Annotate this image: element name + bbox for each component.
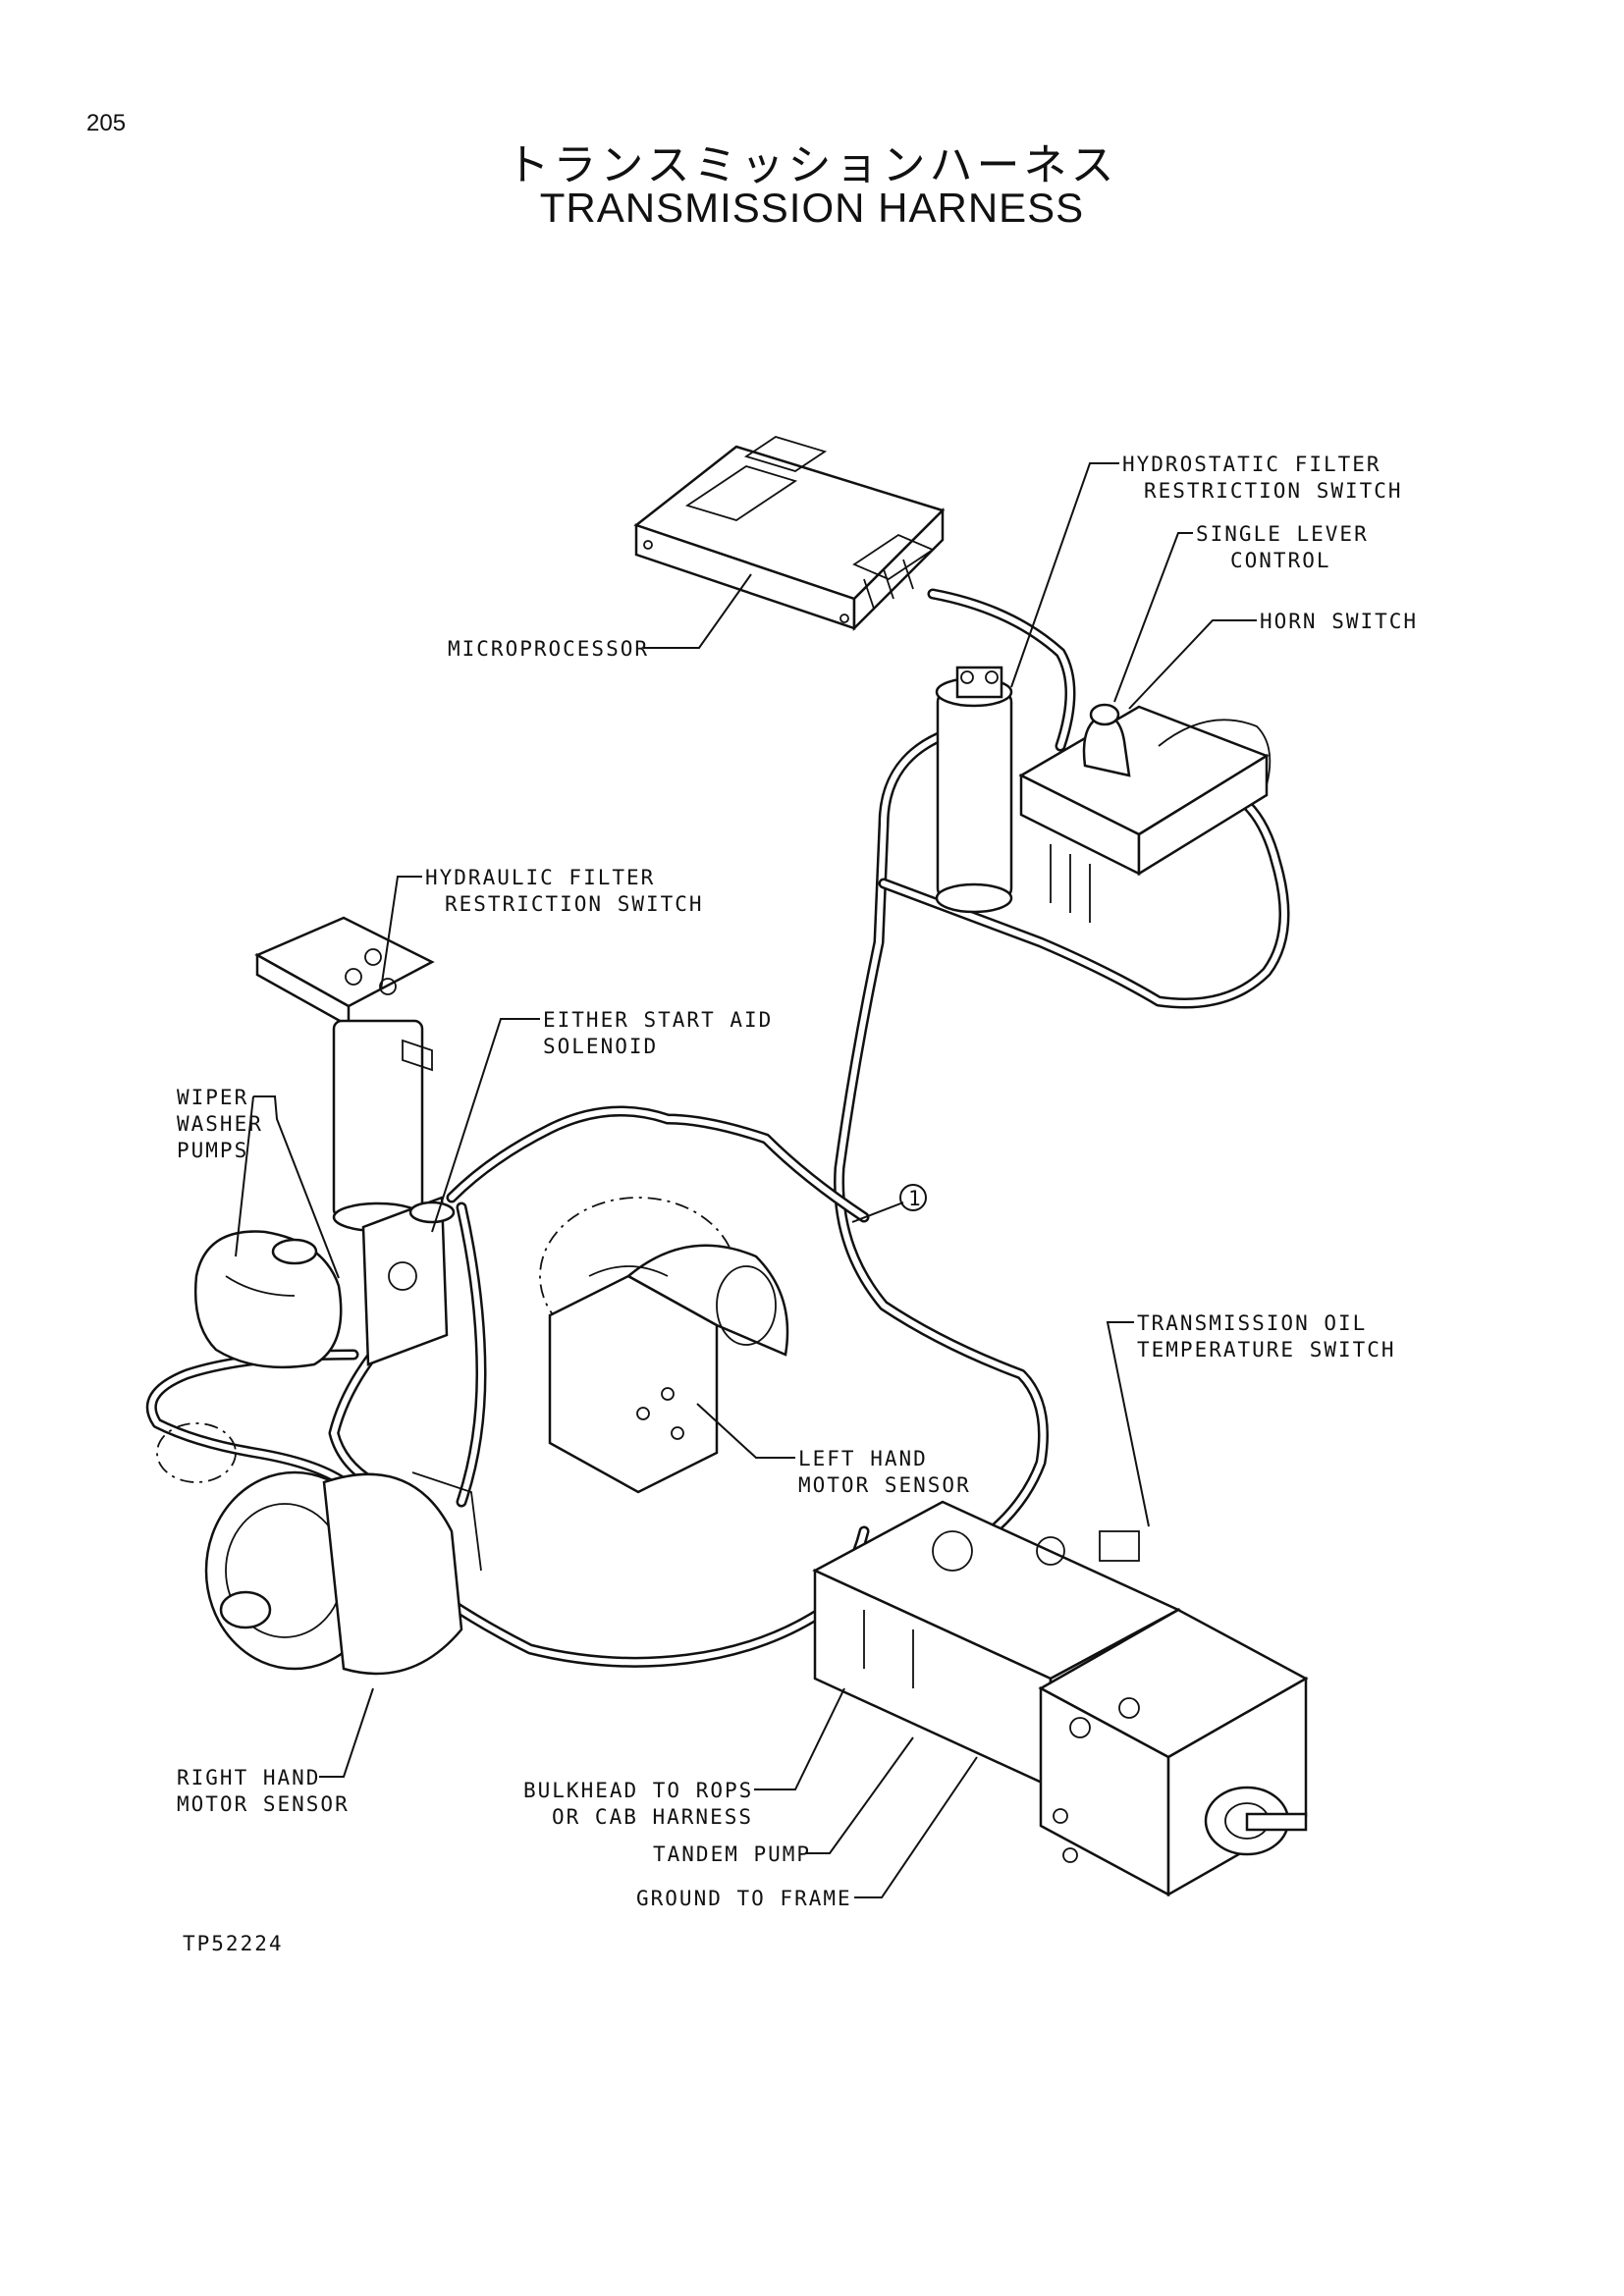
label-wiper-2: WASHER [177,1112,263,1136]
right-hand-motor [156,1422,482,1676]
leader-lines [235,462,1257,1898]
label-tandem-pump: TANDEM PUMP [653,1842,811,1866]
title-english: TRANSMISSION HARNESS [539,185,1085,231]
label-right-motor-2: MOTOR SENSOR [177,1792,350,1816]
label-ground-frame: GROUND TO FRAME [636,1887,852,1910]
wiper-washer-pumps [193,1230,343,1369]
label-start-aid-2: SOLENOID [543,1035,658,1058]
label-hydraulic-filter-2: RESTRICTION SWITCH [445,892,704,916]
label-wiper-1: WIPER [177,1086,248,1109]
hydrostatic-filter [935,666,1013,914]
label-start-aid-1: EITHER START AID [543,1008,773,1032]
title-japanese: トランスミッションハーネス [506,140,1118,190]
label-hydrostatic-filter-1: HYDROSTATIC FILTER [1122,453,1381,476]
start-aid-solenoid [361,1196,456,1366]
label-bulkhead-2: OR CAB HARNESS [552,1805,753,1829]
label-wiper-3: PUMPS [177,1139,248,1162]
hydraulic-filter [254,916,435,1233]
callout-1-text: 1 [908,1187,923,1210]
left-hand-motor [539,1197,789,1494]
label-bulkhead-1: BULKHEAD TO ROPS [523,1779,753,1802]
label-horn-switch: HORN SWITCH [1260,610,1418,633]
microprocessor-unit [633,436,946,632]
label-trans-oil-1: TRANSMISSION OIL [1137,1311,1367,1335]
label-single-lever-2: CONTROL [1230,549,1331,572]
label-trans-oil-2: TEMPERATURE SWITCH [1137,1338,1396,1362]
label-left-motor-2: MOTOR SENSOR [798,1473,971,1497]
labels: HYDROSTATIC FILTER RESTRICTION SWITCH SI… [177,453,1418,1955]
tandem-pump [812,1500,1309,1897]
single-lever-control [1018,703,1272,923]
figure-code: TP52224 [183,1932,284,1955]
label-left-motor-1: LEFT HAND [798,1447,928,1470]
label-hydraulic-filter-1: HYDRAULIC FILTER [425,866,655,889]
label-single-lever-1: SINGLE LEVER [1196,522,1369,546]
label-right-motor-1: RIGHT HAND [177,1766,320,1789]
label-hydrostatic-filter-2: RESTRICTION SWITCH [1144,479,1403,503]
label-microprocessor: MICROPROCESSOR [448,637,649,661]
callout-1: 1 [851,1184,927,1223]
page-number: 205 [86,110,127,136]
harness-wires [145,588,1290,1668]
